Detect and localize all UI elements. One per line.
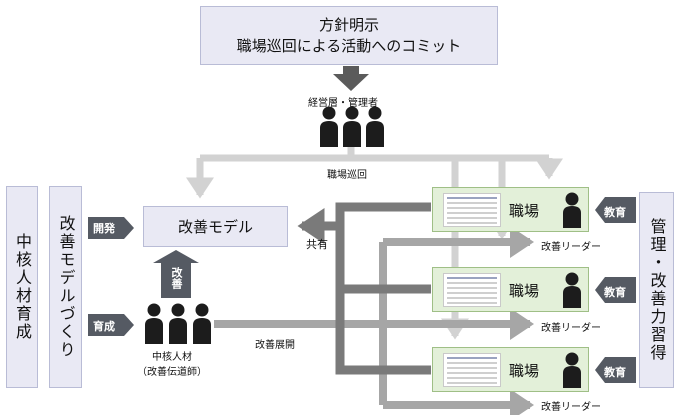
share-arrows (297, 202, 431, 375)
train-arrow (88, 314, 134, 336)
core-talent-name: 中核人材 (152, 352, 192, 363)
core-talent-role: （改善伝道師） (137, 367, 207, 378)
educate-arrow-3 (595, 357, 636, 383)
patrol-label: 職場巡回 (327, 170, 367, 181)
workplace-2-label: 職場 (509, 282, 540, 300)
develop-tag: 開発 (93, 222, 115, 235)
improvement-model-box: 改善モデル (143, 206, 288, 247)
workplace-2-leader-label: 改善リーダー (541, 323, 601, 334)
policy-box: 方針明示 職場巡回による活動へのコミット (200, 6, 498, 65)
model-building-label: 改善モデルづくり (56, 215, 76, 359)
workplace-3-leader-label: 改善リーダー (541, 402, 601, 413)
educate-tag-2: 教育 (604, 286, 626, 299)
management-label: 経営層・管理者 (308, 98, 378, 109)
core-talent-development-label: 中核人材育成 (13, 233, 32, 341)
workplace-1-document-icon (443, 193, 501, 227)
workplace-box-1: 職場 (432, 187, 589, 232)
workplace-3-leader-icon (563, 352, 581, 388)
share-label: 共有 (306, 238, 328, 251)
core-talent-development-box: 中核人材育成 (6, 186, 38, 388)
model-building-box: 改善モデルづくり (49, 186, 82, 388)
educate-tag-1: 教育 (604, 206, 626, 219)
educate-tag-3: 教育 (604, 366, 626, 379)
develop-arrow (88, 217, 134, 239)
improve-tag: 改善 (170, 267, 183, 289)
workplace-box-2: 職場 (432, 267, 589, 312)
core-talent-people-icon (145, 303, 211, 344)
deploy-label: 改善展開 (255, 340, 295, 351)
policy-line1: 方針明示 (318, 15, 379, 34)
educate-arrow-1 (595, 197, 636, 223)
management-skill-label: 管理・改善力習得 (647, 218, 667, 362)
workplace-3-label: 職場 (509, 362, 540, 380)
policy-line2: 職場巡回による活動へのコミット (236, 36, 462, 55)
workplace-3-document-icon (443, 353, 501, 387)
educate-arrow-2 (595, 277, 636, 303)
model-label: 改善モデル (177, 218, 253, 236)
train-tag: 育成 (93, 320, 115, 333)
workplace-1-label: 職場 (509, 202, 540, 220)
workplace-box-3: 職場 (432, 347, 589, 392)
workplace-1-leader-icon (563, 192, 581, 228)
workplace-2-document-icon (443, 273, 501, 307)
management-people-icon (320, 106, 384, 147)
workplace-1-leader-label: 改善リーダー (541, 242, 601, 253)
policy-down-arrow (333, 66, 369, 91)
deploy-arrows (214, 226, 534, 415)
workplace-2-leader-icon (563, 272, 581, 308)
management-skill-box: 管理・改善力習得 (639, 192, 674, 388)
improve-up-arrow (153, 250, 199, 298)
